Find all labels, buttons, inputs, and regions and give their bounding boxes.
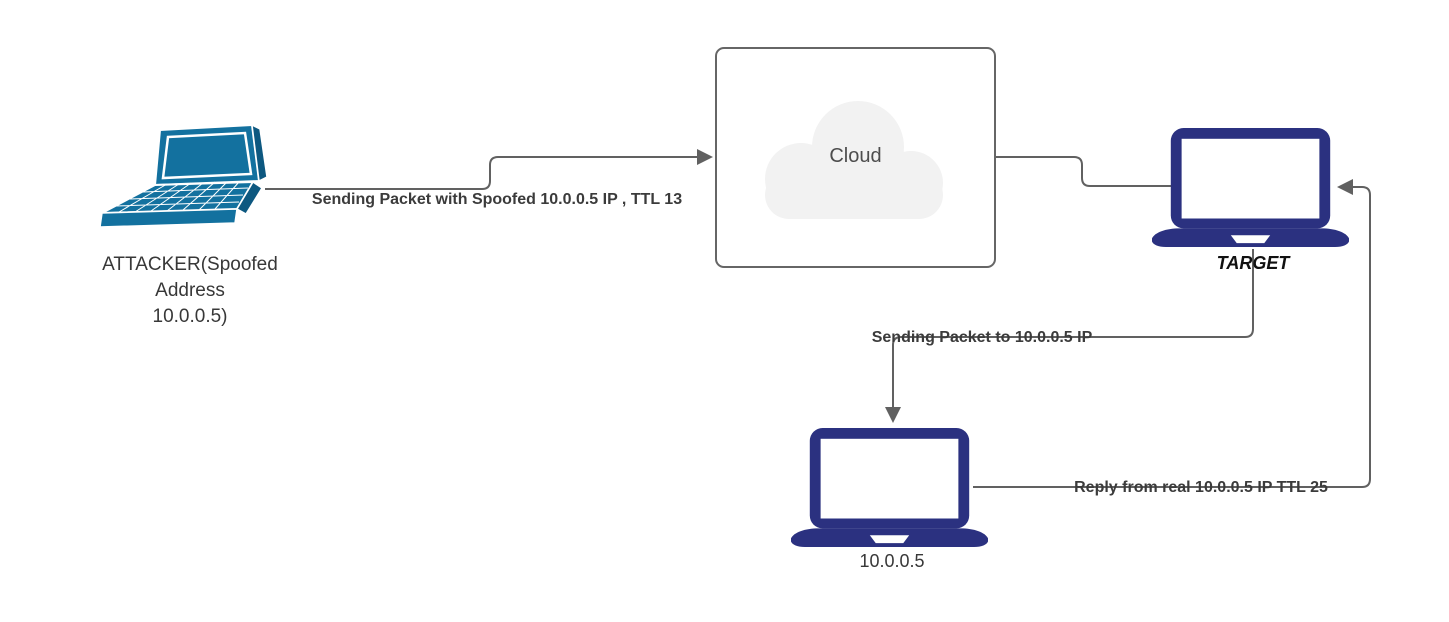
attacker-label-line2: Address: [155, 280, 225, 301]
real-host-laptop-icon: [791, 427, 988, 548]
attacker-label: ATTACKER(Spoofed Address 10.0.0.5): [75, 252, 305, 330]
edge-cloud-to-target: [996, 156, 1174, 187]
edge-target-to-host-arrowhead: [885, 407, 901, 423]
attacker-label-line3: 10.0.0.5): [152, 306, 228, 327]
edge-label-target-to-host: Sending Packet to 10.0.0.5 IP: [871, 329, 1093, 346]
cloud-label: Cloud: [829, 145, 882, 167]
attacker-laptop-icon: [99, 123, 268, 228]
edge-host-to-target: [973, 186, 1371, 488]
host-label: 10.0.0.5: [859, 551, 925, 571]
edge-attacker-to-cloud: [265, 156, 698, 190]
cloud-node: Cloud: [715, 47, 996, 268]
edge-host-to-target-arrowhead: [1337, 179, 1353, 195]
target-label: TARGET: [1216, 253, 1290, 273]
edge-label-host-to-target: Reply from real 10.0.0.5 IP TTL 25: [1074, 479, 1328, 496]
edge-attacker-to-cloud-arrowhead: [697, 149, 713, 165]
edge-target-to-host: [892, 249, 1254, 408]
cloud-icon: [765, 101, 943, 219]
attacker-label-line1: ATTACKER(Spoofed: [102, 254, 278, 275]
target-laptop-icon: [1152, 127, 1349, 248]
edge-label-attacker-to-cloud: Sending Packet with Spoofed 10.0.0.5 IP …: [311, 191, 683, 208]
